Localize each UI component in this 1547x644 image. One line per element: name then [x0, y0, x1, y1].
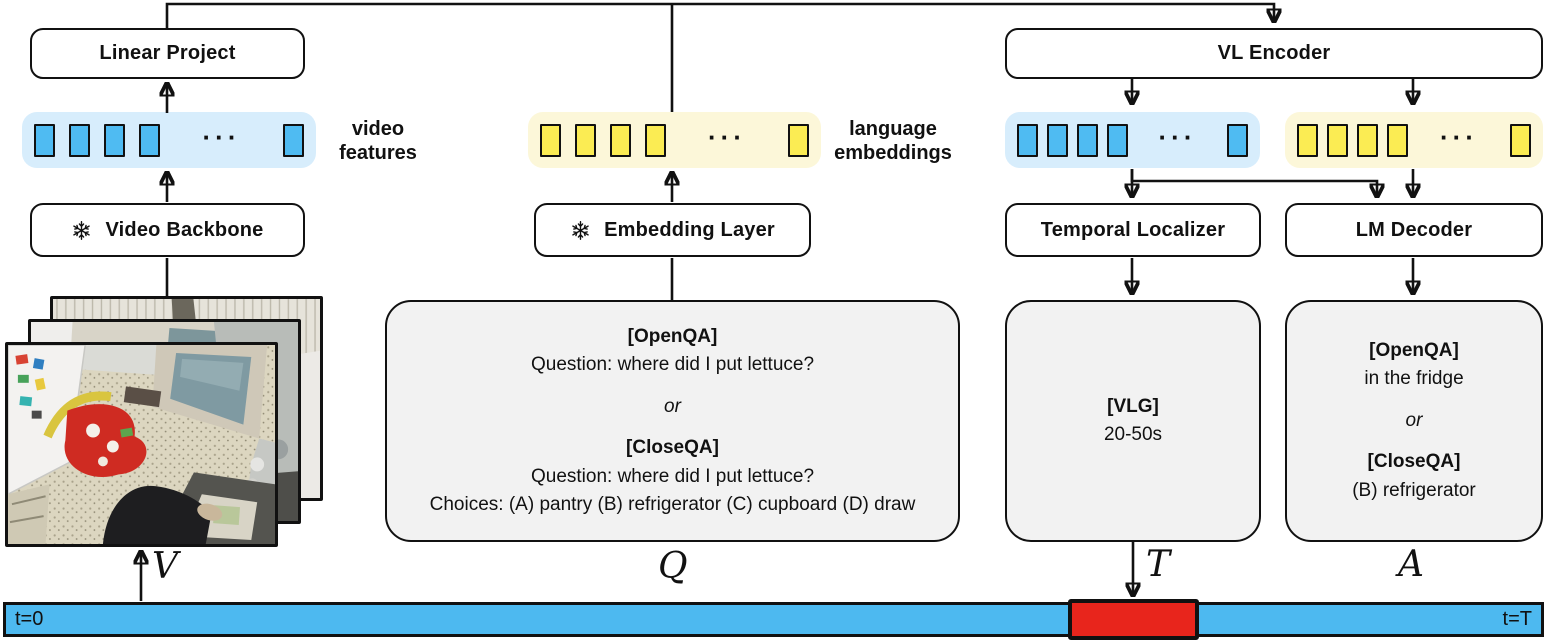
ellipsis-dots: ···	[708, 122, 746, 152]
vlg-value: 20-50s	[1103, 424, 1163, 445]
vl-encoder-box: VL Encoder	[1005, 28, 1543, 79]
video-features-label: video features	[339, 118, 417, 164]
token-square	[1077, 123, 1098, 157]
language-embeddings-tokens: ···	[528, 112, 821, 168]
video-symbol: V	[152, 546, 178, 587]
answer-symbol: A	[1398, 544, 1424, 585]
video-frame-front	[5, 342, 278, 547]
embedding-layer-box: Embedding Layer	[534, 203, 811, 257]
openqa-answer: in the fridge	[1364, 368, 1464, 390]
token-square	[540, 123, 561, 157]
ellipsis-dots: ···	[1440, 122, 1478, 152]
lm-decoder-label: LM Decoder	[1355, 218, 1473, 241]
embedding-layer-label: Embedding Layer	[604, 218, 775, 241]
arrow-linearproject-to-vlencoder	[165, 2, 1274, 28]
vl-encoder-label: VL Encoder	[1217, 42, 1331, 64]
token-square	[787, 123, 809, 157]
temporal-localizer-label: Temporal Localizer	[1040, 218, 1226, 241]
token-square	[1387, 123, 1408, 157]
ellipsis-dots: ···	[202, 122, 241, 152]
token-square	[1509, 123, 1531, 157]
token-square	[1297, 123, 1318, 157]
snowflake-icon	[570, 220, 591, 241]
closeqa-tag: [CloseQA]	[626, 437, 719, 458]
video-backbone-box: Video Backbone	[30, 203, 305, 257]
video-backbone-label: Video Backbone	[105, 218, 264, 241]
token-square	[104, 123, 125, 157]
token-square	[645, 123, 666, 157]
arrow-videotokens-to-lmdecoder	[1130, 169, 1377, 196]
token-group	[34, 123, 160, 157]
closeqa-choices: Choices: (A) pantry (B) refrigerator (C)…	[429, 494, 916, 515]
linear-project-label: Linear Project	[99, 42, 236, 64]
openqa-tag: [OpenQA]	[627, 325, 718, 347]
timeline-start-label: t=0	[15, 608, 44, 630]
token-square	[1047, 123, 1068, 157]
or-text: or	[664, 395, 681, 417]
temporal-symbol: T	[1146, 544, 1171, 585]
token-square	[1226, 123, 1248, 157]
token-group	[540, 123, 666, 157]
token-square	[1107, 123, 1128, 157]
vlg-output-panel: [VLG] 20-50s	[1005, 300, 1261, 542]
token-square	[610, 123, 631, 157]
answer-output-panel: [OpenQA] in the fridge or [CloseQA] (B) …	[1285, 300, 1543, 542]
temporal-localizer-box: Temporal Localizer	[1005, 203, 1261, 257]
vlg-tag: [VLG]	[1107, 395, 1159, 417]
openqa-answer-tag: [OpenQA]	[1369, 339, 1459, 361]
snowflake-icon	[71, 220, 92, 241]
token-square	[34, 123, 55, 157]
linear-project-box: Linear Project	[30, 28, 305, 79]
token-group	[1017, 123, 1128, 157]
closeqa-question: Question: where did I put lettuce?	[530, 465, 815, 487]
timeline-end-label: t=T	[1502, 608, 1532, 630]
token-square	[282, 123, 304, 157]
token-square	[139, 123, 160, 157]
token-square	[1017, 123, 1038, 157]
ellipsis-dots: ···	[1158, 122, 1197, 152]
token-group	[1297, 123, 1408, 157]
token-square	[1327, 123, 1348, 157]
lm-decoder-box: LM Decoder	[1285, 203, 1543, 257]
closeqa-answer-tag: [CloseQA]	[1367, 451, 1461, 473]
query-symbol: Q	[658, 546, 688, 587]
encoded-language-tokens: ···	[1285, 112, 1543, 168]
openqa-question: Question: where did I put lettuce?	[530, 354, 815, 375]
or-text: or	[1405, 409, 1423, 431]
localized-interval-segment	[1068, 599, 1199, 640]
token-square	[1357, 123, 1378, 157]
video-timeline-bar: t=0 t=T	[3, 602, 1544, 637]
closeqa-answer: (B) refrigerator	[1352, 479, 1476, 501]
token-square	[69, 123, 90, 157]
encoded-video-tokens: ···	[1005, 112, 1260, 168]
question-input-panel: [OpenQA] Question: where did I put lettu…	[385, 300, 960, 542]
video-features-tokens: ···	[22, 112, 316, 168]
token-square	[575, 123, 596, 157]
language-embeddings-label: language embeddings	[834, 118, 952, 164]
